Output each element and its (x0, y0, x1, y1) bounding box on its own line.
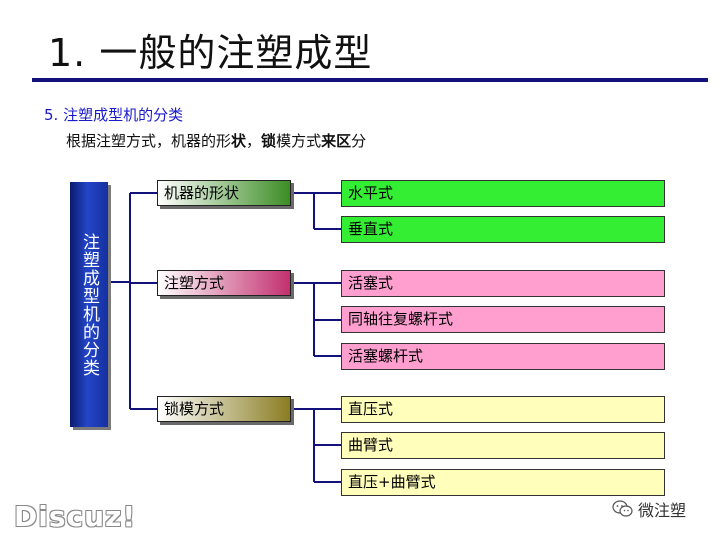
section-subtitle: 5. 注塑成型机的分类 (44, 104, 183, 125)
leaf-direct-toggle: 直压+曲臂式 (341, 469, 665, 496)
caption-part: 根据注塑方式，机器的形 (66, 132, 232, 150)
wechat-watermark-text: 微注塑 (638, 501, 687, 520)
leaf-plunger-screw: 活塞螺杆式 (341, 343, 665, 370)
caption-bold: 锁 (261, 132, 277, 150)
caption-part: 模方式 (276, 132, 322, 150)
caption: 根据注塑方式，机器的形状，锁模方式来区分 (66, 130, 366, 151)
category-machine-shape: 机器的形状 (157, 180, 291, 206)
leaf-plunger: 活塞式 (341, 270, 665, 297)
category-injection-method: 注塑方式 (157, 270, 291, 296)
caption-bold: 状 (231, 132, 247, 150)
caption-part: 分 (351, 132, 367, 150)
wechat-watermark: 微注塑 (612, 497, 686, 521)
leaf-direct-pressure: 直压式 (341, 396, 665, 423)
leaf-horizontal: 水平式 (341, 180, 665, 207)
wechat-icon (612, 500, 633, 517)
section-subtitle-text: 注塑成型机的分类 (63, 106, 184, 124)
category-clamping-method: 锁模方式 (157, 396, 291, 422)
leaf-reciprocating-screw: 同轴往复螺杆式 (341, 306, 665, 333)
title-underline (32, 78, 708, 82)
section-number: 5. (44, 106, 59, 124)
discuz-watermark: Discuz! (14, 500, 137, 533)
root-node: 注塑成型机的分类 (70, 182, 108, 427)
caption-part: ， (246, 132, 262, 150)
leaf-toggle: 曲臂式 (341, 432, 665, 459)
caption-bold: 来区 (321, 132, 352, 150)
leaf-vertical: 垂直式 (341, 216, 665, 243)
slide-title: 1. 一般的注塑成型 (48, 31, 373, 75)
root-node-label: 注塑成型机的分类 (79, 232, 99, 377)
